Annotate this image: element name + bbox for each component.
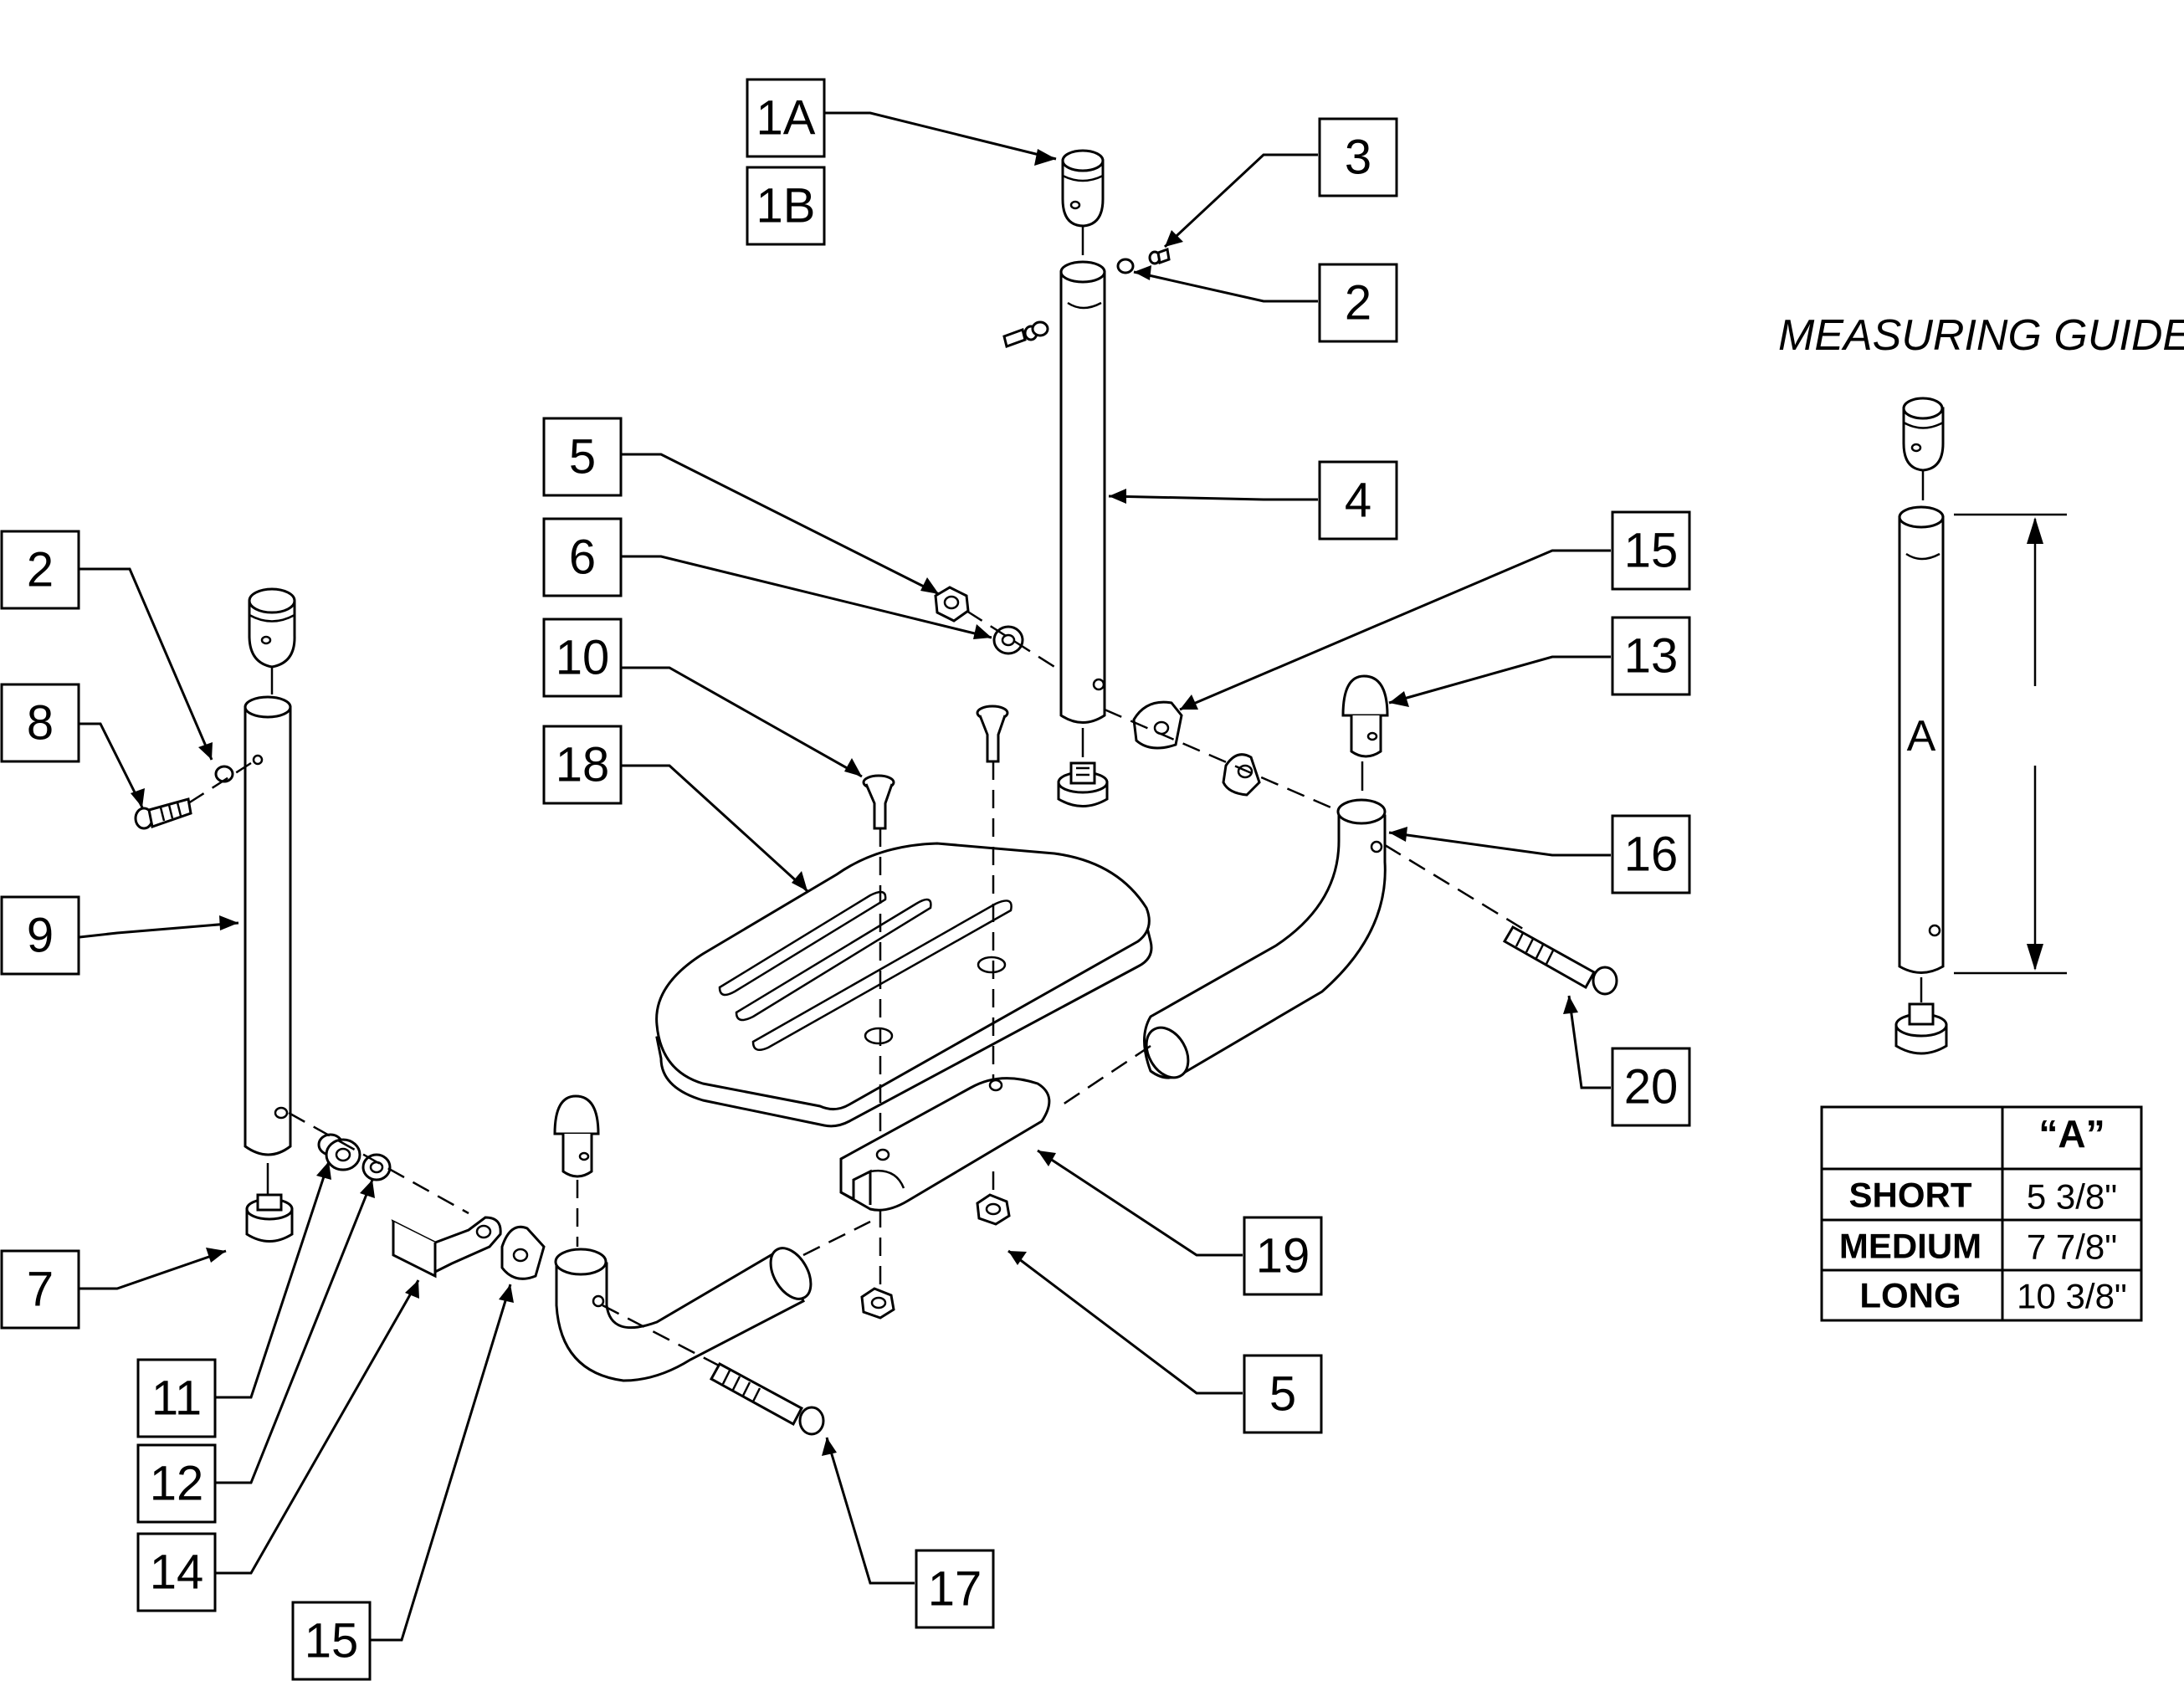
callout-3: 3 [1318,117,1398,197]
size-row-value: 5 3/8" [2027,1177,2117,1217]
measuring-guide-title: MEASURING GUIDE [1778,311,2184,360]
callout-14: 14 [136,1532,217,1612]
callout-11-label: 11 [151,1371,202,1426]
callout-8-label: 8 [27,696,54,751]
callout-7: 7 [0,1249,80,1330]
top-washer-left [1031,320,1049,337]
top-screw [1148,247,1171,265]
top-washer-right [1116,258,1135,274]
top-glide-foot [1057,761,1109,807]
top-post-assembly [934,149,1361,822]
callout-4-label: 4 [1345,474,1371,528]
callout-9-label: 9 [27,909,54,963]
callout-19-label: 19 [1256,1229,1310,1284]
callout-5-top: 5 [542,417,623,497]
left-bolt [134,797,192,830]
right-crossbar [1062,674,1618,1106]
top-post-tube [1059,260,1106,724]
callout-6: 6 [542,517,623,597]
guide-cap [1902,397,1945,472]
guide-dimension-label: A [1907,712,1936,761]
callout-19: 19 [1243,1216,1323,1296]
plate-screw-2 [976,705,1009,763]
left-pin-13 [553,1094,600,1178]
right-bolt-20 [1502,925,1618,996]
callout-20-label: 20 [1624,1060,1679,1115]
size-row-label: LONG [1859,1276,1961,1315]
callout-17: 17 [915,1549,995,1629]
callout-15-bottom-label: 15 [305,1614,359,1668]
size-row-label: MEDIUM [1839,1227,1981,1266]
callout-5-bottom: 5 [1243,1354,1323,1434]
size-table: “A” SHORT 5 3/8" MEDIUM 7 7/8" LONG 10 3… [1820,1105,2143,1322]
top-post-cap [1061,149,1105,228]
callout-20: 20 [1611,1047,1691,1127]
callout-1a-label: 1A [756,91,816,146]
left-glide-foot [245,1193,294,1243]
callout-6-label: 6 [569,530,596,585]
size-row-value: 7 7/8" [2027,1227,2117,1267]
left-spacer-15 [500,1225,546,1280]
clamp-19 [839,1077,1051,1212]
right-pin-13 [1341,674,1389,758]
guide-glide-foot [1894,1002,1948,1055]
callout-14-label: 14 [150,1545,204,1600]
top-spacer-15b [1222,753,1261,797]
callout-7-label: 7 [27,1263,54,1317]
callout-16: 16 [1611,814,1691,894]
size-table-header: “A” [2038,1112,2105,1156]
clamp-nut-right [976,1193,1011,1226]
callout-1a: 1A [746,78,826,158]
plate-screw-1 [862,774,895,830]
callout-12-label: 12 [150,1457,204,1511]
callout-17-label: 17 [928,1562,982,1617]
footplate [655,705,1153,1155]
size-row-value: 10 3/8" [2017,1277,2127,1316]
callout-3-label: 3 [1345,131,1371,185]
left-post-cap [248,587,296,669]
callout-4: 4 [1318,460,1398,541]
callout-5-bottom-label: 5 [1269,1367,1296,1422]
callout-12: 12 [136,1443,217,1524]
arrowheads [131,149,1578,1456]
callout-15-right-label: 15 [1624,524,1679,578]
callout-1b: 1B [746,166,826,246]
left-post-tube [244,695,292,1156]
callout-1b-label: 1B [756,179,816,233]
left-bracket [391,1216,502,1279]
callout-15-right: 15 [1611,510,1691,591]
callout-9: 9 [0,895,80,976]
left-bolt-17 [709,1361,825,1436]
callout-5-top-label: 5 [569,430,596,484]
callout-2-top-label: 2 [1345,276,1371,331]
measuring-guide: MEASURING GUIDE A [1778,311,2184,1055]
left-washer [214,765,234,783]
callout-2-top: 2 [1318,263,1398,343]
leader-lines [79,111,1611,1642]
clamp-nut-left [860,1287,895,1320]
callout-13: 13 [1611,616,1691,696]
callout-16-label: 16 [1624,828,1679,882]
callout-2-left: 2 [0,530,80,610]
callout-11: 11 [136,1358,217,1438]
guide-dimension-line [1954,513,2067,975]
callout-2-left-label: 2 [27,543,54,597]
callout-18-label: 18 [556,738,610,792]
guide-tube [1898,505,1945,974]
left-washer-12 [361,1153,392,1181]
callout-15-bottom: 15 [291,1601,372,1681]
callout-10: 10 [542,618,623,698]
left-spacer [317,1133,361,1171]
size-row-label: SHORT [1849,1176,1972,1215]
left-crossbar [553,1094,871,1436]
top-nut [934,586,970,623]
callout-18: 18 [542,725,623,805]
callout-10-label: 10 [556,631,610,685]
callout-13-label: 13 [1624,629,1679,684]
left-post-assembly [134,587,546,1280]
callout-8: 8 [0,683,80,763]
